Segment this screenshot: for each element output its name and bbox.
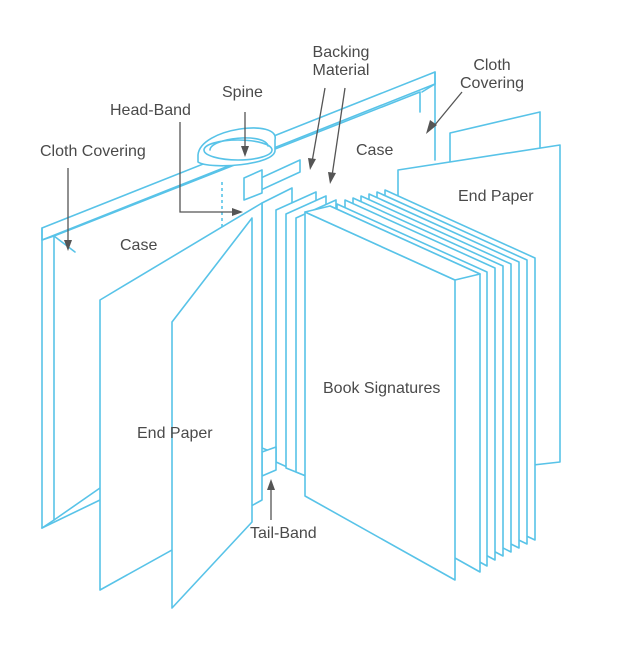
label-cloth-covering-left: Cloth Covering	[40, 143, 146, 160]
label-cloth-covering-right: Cloth Covering	[450, 57, 534, 93]
label-end-paper-left: End Paper	[137, 425, 213, 442]
label-backing-material-line1: Backing	[312, 44, 370, 61]
label-case-left: Case	[120, 237, 158, 254]
label-backing-material: Backing Material	[300, 44, 382, 80]
label-cloth-covering-right-line1: Cloth	[473, 57, 511, 74]
label-backing-material-line2: Material	[312, 62, 370, 79]
book-signatures-block	[304, 189, 536, 581]
label-spine: Spine	[222, 84, 263, 101]
label-end-paper-right: End Paper	[458, 188, 534, 205]
backing-material	[243, 159, 301, 201]
label-cloth-covering-right-line2: Covering	[459, 75, 525, 92]
label-tail-band: Tail-Band	[250, 525, 317, 542]
label-book-signatures: Book Signatures	[323, 380, 441, 397]
label-case-right: Case	[356, 142, 394, 159]
end-paper-left	[99, 202, 263, 609]
spine	[197, 127, 276, 167]
tail-band	[261, 446, 277, 477]
label-head-band: Head-Band	[110, 102, 191, 119]
leader-arrows	[64, 87, 463, 520]
